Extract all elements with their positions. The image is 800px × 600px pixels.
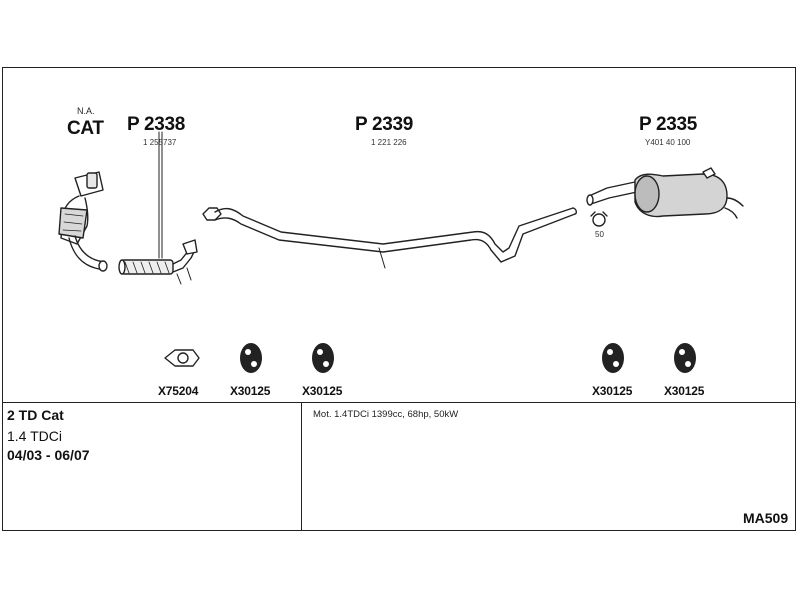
engine-spec: Mot. 1.4TDCi 1399cc, 68hp, 50kW <box>313 409 459 420</box>
middle-pipe-drawing <box>202 207 577 269</box>
hanger-drawing-4 <box>674 343 696 373</box>
cat-label: CAT <box>67 118 104 139</box>
cat-na-label: N.A. <box>77 106 95 116</box>
front-pipe-oe: 1 255737 <box>143 138 177 147</box>
clamp-label: 50 <box>595 230 604 239</box>
rubber-hangers-drawing <box>240 343 696 373</box>
accessory-code-4: X30125 <box>592 384 633 398</box>
accessory-code-3: X30125 <box>302 384 343 398</box>
hanger-drawing-1 <box>240 343 262 373</box>
middle-pipe-code: P 2339 <box>355 114 414 135</box>
accessory-code-2: X30125 <box>230 384 271 398</box>
model-code: MA509 <box>743 510 789 526</box>
accessory-code-5: X30125 <box>664 384 705 398</box>
front-pipe-code: P 2338 <box>127 114 186 135</box>
exhaust-drawing <box>58 131 744 373</box>
vertical-divider <box>301 402 302 530</box>
hanger-drawing-3 <box>602 343 624 373</box>
rear-silencer-code: P 2335 <box>639 114 698 135</box>
rear-silencer-drawing <box>586 167 744 219</box>
accessory-code-1: X75204 <box>158 384 199 398</box>
diagram-frame: N.A. CAT P 2338 1 255737 P 2339 1 221 22… <box>2 67 796 531</box>
vehicle-engine: 1.4 TDCi <box>7 428 62 444</box>
hanger-drawing-2 <box>312 343 334 373</box>
horizontal-divider <box>3 402 795 403</box>
vehicle-years: 04/03 - 06/07 <box>7 447 90 463</box>
clamp-drawing <box>590 211 608 227</box>
gasket-drawing <box>164 349 200 367</box>
front-pipe-drawing <box>118 131 198 285</box>
catalytic-converter-drawing <box>58 171 108 272</box>
middle-pipe-oe: 1 221 226 <box>371 138 407 147</box>
vehicle-title: 2 TD Cat <box>7 407 64 423</box>
exhaust-diagram: N.A. CAT P 2338 1 255737 P 2339 1 221 22… <box>3 68 795 403</box>
rear-silencer-oe: Y401 40 100 <box>645 138 691 147</box>
